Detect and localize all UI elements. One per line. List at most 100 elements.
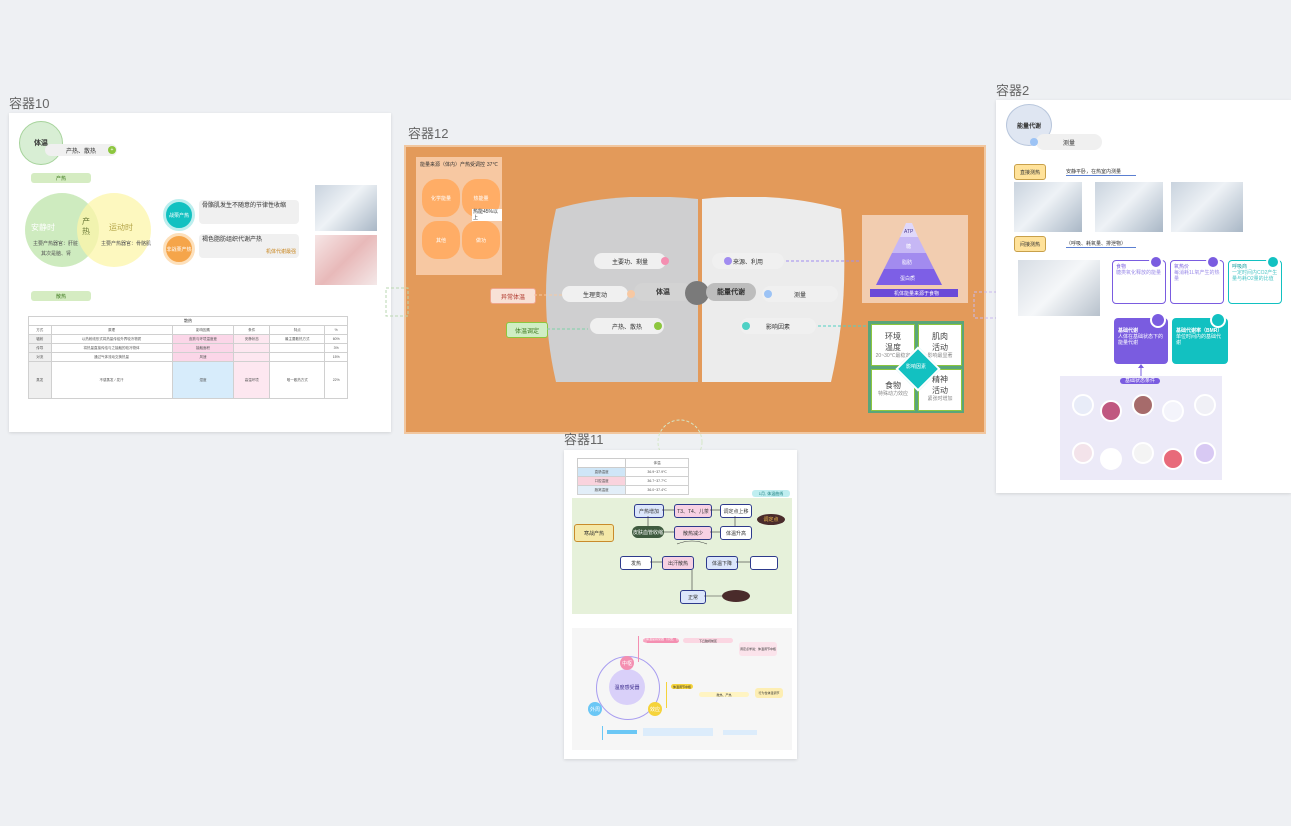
container-12[interactable]: 能量来源（体内）产热受调控 37℃ 化学能量 热能量 其他 做功 热能45%以上… [404,145,986,434]
table-cell: 湿度 [171,361,235,399]
bubble-other: 其他 [422,221,460,259]
factor-mental-label: 精神 活动 [932,375,948,395]
tag-direct[interactable]: 直接测热 [1014,164,1046,180]
factor-food-label: 食物 [885,381,901,390]
bubble-note: 热能45%以上 [472,209,502,221]
table-cell [233,352,271,362]
marker-right-top [724,257,732,265]
bar-left-3 [723,730,757,735]
nonshiver-node[interactable]: 非战栗产热 [163,233,195,265]
factor-mental[interactable]: 精神 活动 紧张时增加 [918,369,962,411]
flow-c[interactable]: 皮肤血管收缩 [632,526,664,538]
card-food[interactable]: 食物 糖类氧化释放的能量 [1112,260,1166,304]
flow-panel: 产热增加 T3、T4、儿茶 调定点上移 调定点 寒战产热 皮肤血管收缩 散热减少… [572,498,792,614]
flow-end[interactable]: 正常 [680,590,706,604]
table-cell: 将热量直接传给与之接触的较冷物体 [50,343,173,353]
abnormal-temp[interactable]: 异常体温 [490,288,536,304]
card-bmr-text: 单位时间内的基础代谢 [1176,334,1222,346]
table-title: 散热 [28,316,348,325]
marker-left-bottom [654,322,662,330]
flow-badge[interactable]: 调定点 [757,514,785,525]
tag-indirect[interactable]: 间接测热 [1014,236,1046,252]
temp-regulation[interactable]: 体温调定 [506,322,548,338]
pill-right-bottom[interactable]: 影响因素 [740,318,816,334]
factor-mental-note: 紧张时增加 [927,396,953,402]
flow-side-note: 寒战产热 [574,524,614,542]
flow-h[interactable]: 体温下降 [706,556,738,570]
flow-start[interactable]: 产热增加 [634,504,664,518]
factor-center-label: 影响因素 [905,364,926,370]
venn-left-label: 安静时 [31,223,55,232]
table-row: 对流通过气体流动交换热量风速 15% [28,352,348,362]
muscle-node[interactable]: 战栗产热 [163,199,195,231]
flow-f[interactable]: 发热 [620,556,652,570]
table-cell: 接触面积 [171,343,235,353]
container-10[interactable]: 体温 产热、散热 + 产热 安静时 运动时 产 热 主要产热器官：肝脏 其次是脑… [9,113,391,432]
circle-center[interactable]: 温度感受器 [609,669,645,705]
container-11-label: 容器11 [564,432,604,447]
expand-icon[interactable]: + [108,146,116,154]
circle-panel: 温度感受器 中枢 外周 效应 皮肤温度感受器（冷觉、热觉） 下丘脑视前区 调定点… [572,628,792,750]
legend-note: 37℃ [486,162,498,168]
root-sub-pill[interactable]: 测量 [1036,134,1102,150]
marker-right-mid [764,290,772,298]
factor-muscle-label: 肌肉 活动 [932,332,948,352]
container-2[interactable]: 能量代谢 测量 直接测热 安静平卧，在热室内测量 间接测热 （呼吸、耗氧量、排泄… [996,100,1291,493]
pill-left-bottom[interactable]: 产热、散热 [590,318,664,334]
dissipation-table: 散热 方式原理影响因素条件特点% 辐射以热射线形式将热量传给外界较冷物质皮肤与环… [28,316,348,399]
table-cell: 风速 [171,352,235,362]
pyramid-graphic [870,223,958,297]
cond-icon-3 [1132,394,1154,416]
card-quotient[interactable]: 呼吸商 一定时间内CO2产生量与耗O2量的比值 [1228,260,1282,304]
flow-g[interactable]: 出汗散热 [662,556,694,570]
table-cell: 15% [324,352,348,362]
pill-right-mid[interactable]: 测量 [762,286,838,302]
card-basal[interactable]: 基础代谢 人体在基础状态下的能量代谢 [1114,318,1168,364]
center-left-label[interactable]: 体温 [634,283,692,301]
center-right-label[interactable]: 能量代谢 [706,283,756,301]
table-cell [269,352,326,362]
flow-arrows [647,509,750,597]
table-cell: 高温环境 [233,361,271,399]
legend-panel: 能量来源（体内）产热受调控 37℃ 化学能量 热能量 其他 做功 热能45%以上 [416,157,502,275]
bar-1: 下丘脑视前区 [683,638,733,643]
flow-e[interactable]: 体温升高 [720,526,752,540]
pill-left-top[interactable]: 主要功、剩量 [594,253,666,269]
table-cell: 对流 [28,352,52,362]
table-cell: 皮肤与环境温度差 [171,334,235,344]
venn-right-label: 运动时 [109,223,133,232]
card-oxygen[interactable]: 氧热价 每消耗1L氧产生的热量 [1170,260,1224,304]
bubble-chemical: 化学能量 [422,179,460,217]
pill-left-mid[interactable]: 生理变动 [562,286,628,302]
table-header-cell: 影响因素 [171,325,235,335]
root-sub-pill[interactable]: 产热、散热 [45,144,117,156]
table-cell: 不感蒸发 / 发汗 [50,361,173,399]
temp-row-0-value: 36.9~37.9℃ [625,467,689,477]
expand-icon[interactable] [1030,138,1038,146]
flow-a[interactable]: 调定点上移 [720,504,752,518]
table-cell: 通过气体流动交换热量 [50,352,173,362]
venn-left-note1: 主要产热器官：肝脏 [33,241,79,247]
flow-mid[interactable]: T3、T4、儿茶 [674,504,712,518]
root-node[interactable]: 体温 [19,121,63,165]
direct-text: 安静平卧，在热室内测量 [1066,169,1136,176]
circle-right[interactable]: 效应 [648,702,662,716]
branch-top: 皮肤温度感受器（冷觉、热觉） 下丘脑视前区 调定点学说：体温调节中枢 [638,636,779,662]
flow-end-badge[interactable] [722,590,750,602]
flow-i[interactable] [750,556,778,570]
circle-left[interactable]: 外周 [588,702,602,716]
center-hub [685,281,709,305]
table-cell [233,343,271,353]
pyramid-foot: 机体能量来源于食物 [894,291,940,297]
table-header-cell: 特点 [269,325,326,335]
flow-d[interactable]: 散热减少 [674,526,712,540]
cond-icon-7 [1100,448,1122,470]
factor-muscle-note: 影响最显著 [927,353,953,359]
circle-top[interactable]: 中枢 [620,656,634,670]
card-food-title: 食物 [1116,264,1127,270]
